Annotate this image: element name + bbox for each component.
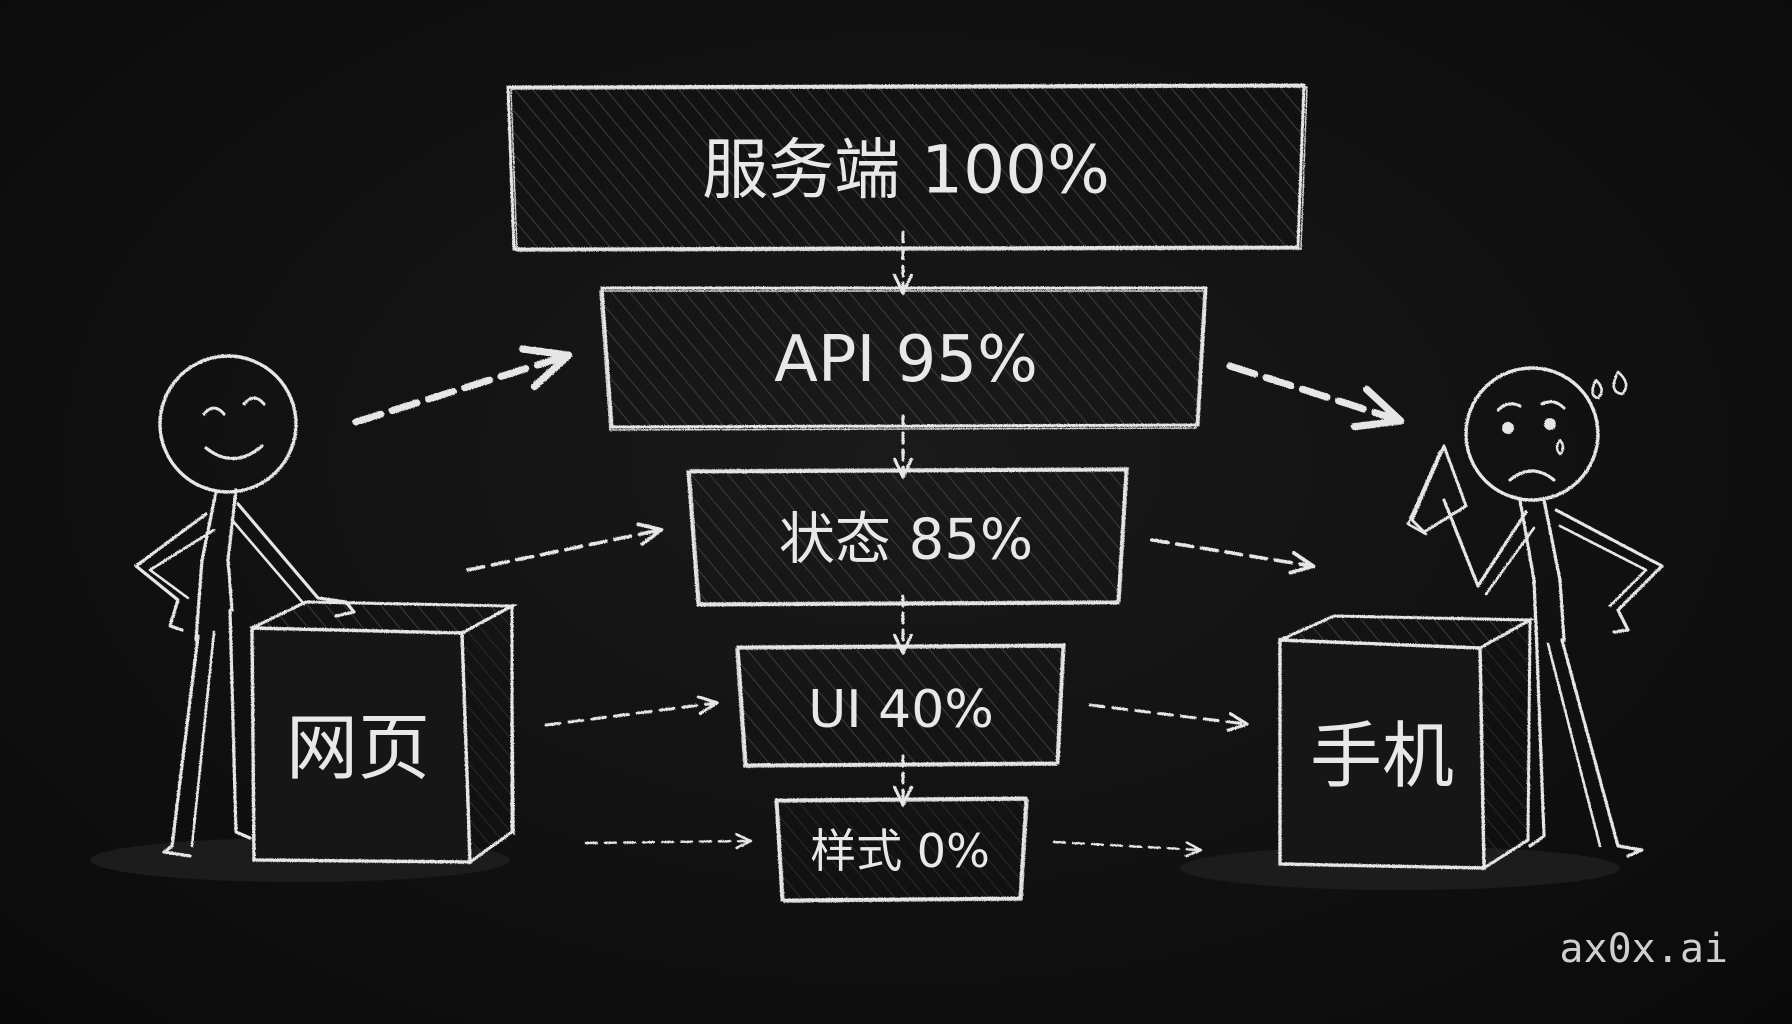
left-cube [90, 600, 518, 882]
right-arrow-api [1226, 362, 1405, 431]
layer-label-api: API 95% [774, 323, 1038, 397]
left-arrow-style [584, 833, 753, 850]
right-cube-label: 手机 [1310, 714, 1454, 798]
happy-stick-figure [134, 354, 356, 858]
layer-box-server [506, 83, 1308, 252]
tear-drop-icon [1555, 438, 1565, 456]
layer-box-ui [735, 643, 1066, 768]
right-cube [1180, 614, 1620, 890]
worried-brow-left-icon [1496, 402, 1522, 412]
worried-eye-left-icon [1502, 422, 1514, 434]
left-arrows [352, 345, 753, 850]
layer-label-style: 样式 0% [810, 824, 990, 878]
worried-stick-figure [1406, 366, 1664, 858]
worried-brow-right-icon [1540, 400, 1566, 410]
layer-box-style [774, 796, 1029, 903]
layer-labels: 服务端 100% API 95% 状态 85% UI 40% 样式 0% [702, 132, 1110, 879]
happy-eye-left-icon [202, 406, 226, 416]
frown-icon [1508, 469, 1556, 482]
smile-icon [204, 444, 264, 461]
right-arrow-style [1052, 840, 1203, 858]
right-arrow-state [1150, 538, 1316, 575]
sweat-drop-icon [1612, 370, 1628, 396]
worried-eye-right-icon [1544, 418, 1556, 430]
worried-head [1464, 366, 1600, 502]
layer-label-ui: UI 40% [808, 680, 994, 740]
layer-box-api [599, 286, 1208, 431]
happy-eye-right-icon [242, 396, 266, 406]
left-arrow-ui [544, 695, 719, 727]
layer-box-state [686, 467, 1129, 607]
left-arrow-state [466, 522, 664, 572]
right-arrows [1052, 362, 1405, 858]
right-arrow-ui [1088, 703, 1249, 732]
sweat-drop-icon [1591, 378, 1603, 400]
left-cube-label: 网页 [286, 706, 430, 790]
happy-head [158, 354, 298, 494]
watermark: ax0x.ai [1559, 926, 1728, 972]
layer-label-server: 服务端 100% [702, 132, 1110, 209]
handkerchief-icon [1410, 444, 1468, 534]
left-arrow-api [352, 345, 573, 426]
layer-label-state: 状态 85% [779, 508, 1033, 573]
